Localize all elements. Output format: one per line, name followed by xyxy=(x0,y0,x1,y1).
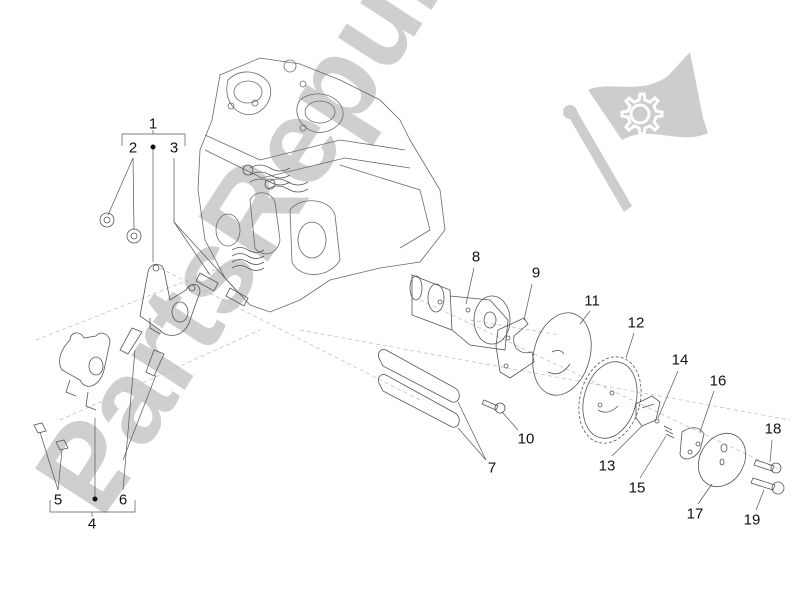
tappet-pins xyxy=(119,327,165,377)
callout-2[interactable]: 2 xyxy=(128,139,138,157)
cylinder-head xyxy=(197,57,446,313)
sprocket-plate xyxy=(532,312,592,396)
bolt-10 xyxy=(481,399,506,414)
callout-17[interactable]: 17 xyxy=(686,505,704,523)
callout-8[interactable]: 8 xyxy=(471,248,481,266)
decompressor-weight xyxy=(635,395,661,427)
group-dot xyxy=(92,496,98,502)
cam-sprocket xyxy=(578,356,642,444)
shims xyxy=(33,212,142,451)
callout-18[interactable]: 18 xyxy=(764,420,782,438)
valve-springs xyxy=(231,164,309,271)
callout-11[interactable]: 11 xyxy=(584,292,600,310)
cover-disc xyxy=(697,432,747,488)
group-dot xyxy=(150,144,156,150)
camshaft xyxy=(409,274,511,351)
callout-1[interactable]: 1 xyxy=(148,115,158,133)
callout-10[interactable]: 10 xyxy=(517,430,535,448)
callout-13[interactable]: 13 xyxy=(598,457,616,475)
callout-3[interactable]: 3 xyxy=(169,139,179,157)
callout-4[interactable]: 4 xyxy=(87,515,97,533)
counterweight xyxy=(679,427,705,460)
callout-14[interactable]: 14 xyxy=(671,351,689,369)
retainer-plate xyxy=(495,317,535,379)
rocker-arm-lower xyxy=(59,332,111,411)
callout-9[interactable]: 9 xyxy=(531,264,541,282)
rocker-shafts xyxy=(378,349,460,428)
tappet-adjusters xyxy=(195,272,249,307)
spring-and-clip xyxy=(654,418,675,439)
bolts xyxy=(750,459,785,495)
callout-16[interactable]: 16 xyxy=(709,372,727,390)
callout-7[interactable]: 7 xyxy=(487,459,497,477)
rocker-arm-upper xyxy=(139,263,201,336)
gear-icon xyxy=(620,92,664,136)
callout-6[interactable]: 6 xyxy=(118,491,128,509)
callout-19[interactable]: 19 xyxy=(743,511,761,529)
callout-5[interactable]: 5 xyxy=(53,491,63,509)
callout-12[interactable]: 12 xyxy=(627,314,645,332)
callout-15[interactable]: 15 xyxy=(628,479,646,497)
